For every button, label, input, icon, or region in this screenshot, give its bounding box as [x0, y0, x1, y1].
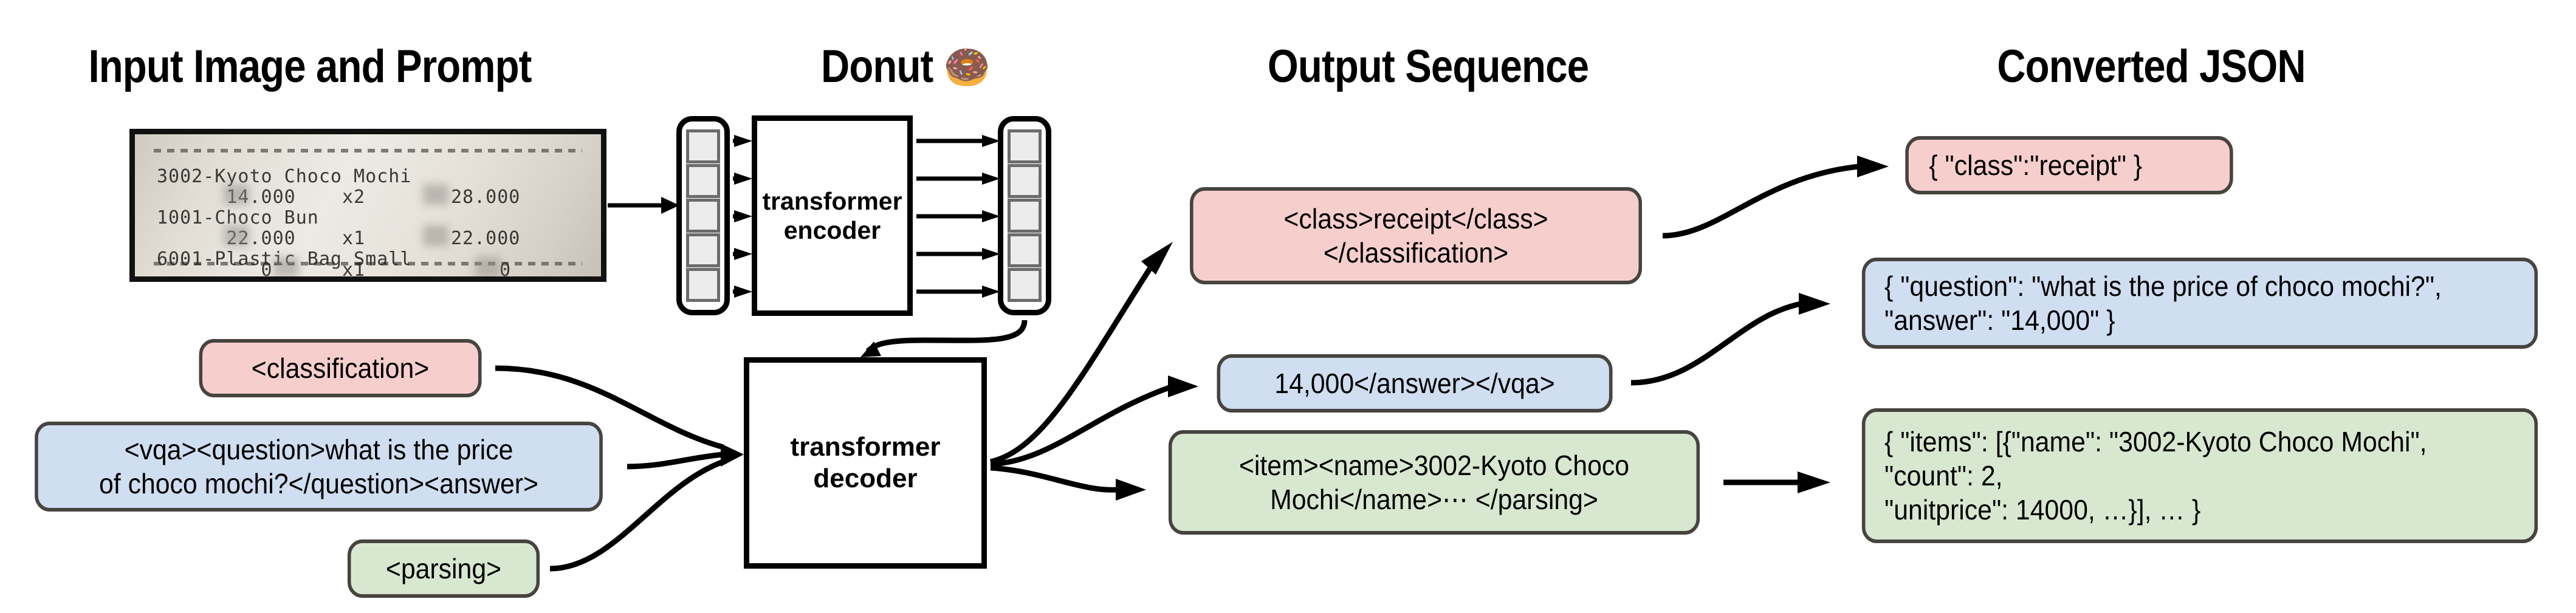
- json-classification: { "class":"receipt" }: [1905, 136, 2233, 194]
- encoder-input-token-strip: [676, 116, 730, 315]
- prompt-vqa: <vqa><question>what is the price of choc…: [35, 422, 603, 512]
- receipt-line-4: 22.000 x1: [157, 228, 366, 249]
- redaction-patch: [224, 184, 249, 205]
- output-parsing: <item><name>3002-Kyoto Choco Mochi</name…: [1168, 430, 1700, 535]
- arrow-vqa-prompt-to-decoder: [627, 451, 724, 470]
- embedding-token: [1008, 163, 1042, 198]
- patch-token: [686, 268, 720, 303]
- output-classification: <class>receipt</class> </classification>: [1190, 187, 1642, 284]
- receipt-bottom-rule: [153, 262, 583, 265]
- arrowhead-prompts-into-decoder: [721, 443, 744, 467]
- embedding-token: [1008, 268, 1042, 303]
- receipt-amount-1: 28.000: [451, 187, 521, 208]
- json-vqa: { "question": "what is the price of choc…: [1861, 258, 2538, 349]
- embedding-token: [1008, 233, 1042, 268]
- prompt-parsing: <parsing>: [347, 539, 540, 598]
- arrow-receipt-to-encoder: [608, 197, 679, 214]
- output-vqa: 14,000</answer></vqa>: [1217, 354, 1613, 413]
- redaction-patch: [423, 225, 448, 246]
- receipt-line-5: 6001-Plastic Bag Small: [157, 248, 412, 270]
- redaction-patch: [423, 184, 448, 205]
- arrow-output-parsing-to-json-parsing: [1723, 471, 1830, 493]
- patch-token: [686, 129, 720, 163]
- transformer-encoder-block: transformer encoder: [752, 115, 913, 316]
- receipt-amount-2: 22.000: [451, 228, 521, 249]
- arrow-output-class-to-json-class: [1662, 156, 1889, 239]
- header-donut-label: Donut: [821, 41, 933, 92]
- receipt-top-rule: [153, 149, 583, 152]
- patch-token: [686, 163, 720, 198]
- arrow-decoder-to-output-vqa: [990, 375, 1198, 467]
- encoder-output-token-strip: [998, 116, 1051, 315]
- arrow-decoder-to-output-parsing: [990, 465, 1146, 501]
- patch-token: [686, 233, 720, 268]
- header-converted-json: Converted JSON: [1997, 41, 2306, 92]
- patch-token: [686, 198, 720, 233]
- embedding-token: [1008, 198, 1042, 233]
- redaction-patch: [475, 257, 501, 276]
- embedding-token: [1008, 129, 1042, 163]
- header-donut: Donut 🍩: [749, 44, 1062, 90]
- redaction-patch: [224, 225, 249, 246]
- receipt-line-2: 14.000 x2: [157, 187, 366, 208]
- receipt-line-3: 1001-Choco Bun: [157, 207, 319, 228]
- arrow-embeddings-to-decoder: [860, 320, 1028, 357]
- arrow-output-vqa-to-json-vqa: [1630, 293, 1830, 386]
- receipt-line-6: 0 x1: [157, 259, 366, 281]
- receipt-line-1: 3002-Kyoto Choco Mochi: [157, 166, 412, 187]
- redaction-patch: [273, 257, 299, 276]
- json-parsing: { "items": [{"name": "3002-Kyoto Choco M…: [1861, 408, 2538, 543]
- receipt-paper: [135, 134, 601, 276]
- header-input-image-and-prompt: Input Image and Prompt: [88, 41, 532, 92]
- arrows-tokens-into-encoder: [733, 135, 752, 298]
- transformer-decoder-block: transformer decoder: [744, 357, 987, 569]
- donut-icon: 🍩: [943, 43, 991, 92]
- header-output-sequence: Output Sequence: [1267, 41, 1589, 92]
- arrows-encoder-to-embeddings: [916, 135, 1000, 298]
- receipt-amount-3: 0: [500, 259, 512, 281]
- input-receipt-image: 3002-Kyoto Choco Mochi 14.000 x2 1001-Ch…: [129, 129, 606, 282]
- prompt-classification: <classification>: [199, 339, 482, 397]
